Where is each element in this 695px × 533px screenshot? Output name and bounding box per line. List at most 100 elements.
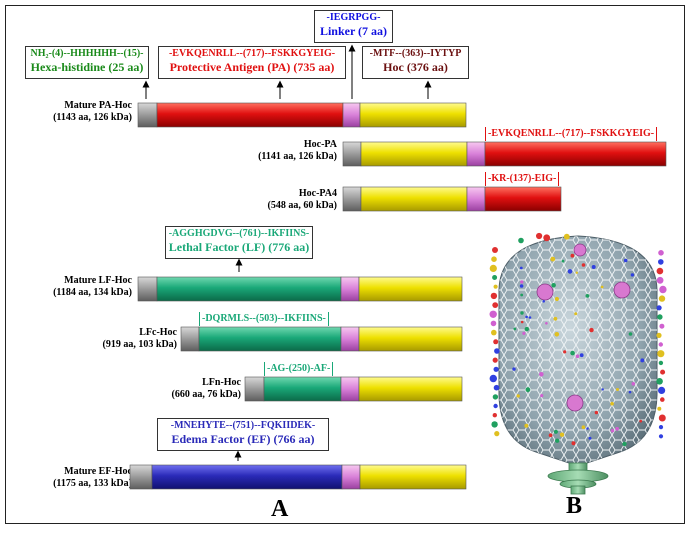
construct-name: Hoc-PA4: [298, 188, 337, 199]
antigen-dot: [581, 425, 586, 430]
edema-factor-name: Edema Factor (EF) (766 aa): [171, 432, 315, 446]
antigen-dot: [594, 410, 599, 415]
antigen-dot: [622, 441, 627, 447]
construct-label-lfc-hoc: LFc-Hoc (919 aa, 103 kDa): [103, 327, 177, 351]
construct-info: (1141 aa, 126 kDa): [258, 151, 337, 162]
lfc-hoc-sequence-label: -DQRMLS--(503)--IKFIINS-: [199, 312, 329, 326]
construct-name: LFn-Hoc: [202, 377, 241, 388]
lethal-factor-name: Lethal Factor (LF) (776 aa): [168, 240, 310, 254]
antigen-dot: [586, 427, 589, 430]
edema-factor-box: -MNEHYTE--(751)--FQKIIDEK- Edema Factor …: [157, 418, 329, 451]
antigen-dot: [628, 332, 633, 336]
antigen-dot: [551, 283, 556, 288]
antigen-dot: [492, 275, 498, 280]
antigen-dot: [513, 327, 517, 331]
antigen-dot: [542, 300, 545, 303]
segment-lethal-factor-c: [198, 326, 342, 352]
antigen-dot: [657, 350, 665, 358]
antigen-dot: [493, 384, 500, 391]
antigen-dot: [512, 367, 516, 371]
bar-lfc-hoc: [180, 326, 463, 352]
segment-hoc: [358, 276, 463, 302]
construct-label-mature-lf-hoc: Mature LF-Hoc (1184 aa, 134 kDa): [53, 275, 132, 299]
construct-name: Hoc-PA: [303, 139, 337, 150]
antigen-dot: [567, 269, 573, 274]
bar-mature-lf-hoc: [137, 276, 463, 302]
segment-linker: [342, 102, 361, 128]
antigen-dot: [548, 433, 553, 438]
antigen-dot: [525, 387, 531, 393]
antigen-dot: [519, 284, 524, 288]
segment-hoc: [360, 141, 468, 167]
antigen-dot: [489, 310, 497, 318]
segment-hexa-histidine: [244, 376, 265, 402]
segment-linker: [466, 186, 486, 212]
antigen-dot: [492, 247, 498, 253]
bar-hoc-pa: [342, 141, 667, 167]
linker-sequence: -IEGRPGG-: [326, 12, 381, 23]
antigen-dot: [491, 421, 498, 428]
construct-label-mature-pa-hoc: Mature PA-Hoc (1143 aa, 126 kDa): [53, 100, 132, 124]
antigen-dot: [657, 314, 663, 320]
construct-info: (660 aa, 76 kDa): [171, 389, 241, 400]
antigen-dot: [519, 266, 523, 270]
antigen-dot: [601, 388, 604, 391]
antigen-dot: [658, 425, 664, 430]
hoc-box: -MTF--(363)--IYTYP Hoc (376 aa): [362, 46, 469, 79]
antigen-dot: [492, 302, 499, 308]
construct-label-lfn-hoc: LFn-Hoc (660 aa, 76 kDa): [172, 377, 241, 401]
antigen-dot: [520, 293, 524, 297]
segment-linker: [341, 464, 361, 490]
antigen-dot: [539, 372, 544, 377]
antigen-dot: [589, 327, 594, 333]
antigen-dot: [656, 276, 664, 284]
antigen-dot: [493, 284, 498, 289]
lfn-hoc-sequence-label: -AG-(250)-AF-: [264, 362, 334, 376]
antigen-dot: [540, 394, 544, 398]
figure-frame: [5, 5, 685, 524]
hoc-pa4-sequence-label: -KR-(137)-EIG-: [485, 172, 560, 186]
antigen-dot: [656, 267, 664, 275]
antigen-dot: [615, 426, 619, 431]
segment-hexa-histidine: [342, 141, 362, 167]
antigen-dot: [575, 354, 580, 359]
antigen-dot: [520, 320, 524, 324]
bar-hoc-pa4: [342, 186, 562, 212]
hexa-histidine-sequence: NH₂-(4)--HHHHHH--(15)-: [30, 48, 144, 59]
antigen-dot: [574, 312, 578, 316]
hexa-histidine-box: NH₂-(4)--HHHHHH--(15)- Hexa-histidine (2…: [25, 46, 149, 79]
antigen-dot: [660, 369, 666, 375]
segment-linker: [340, 276, 360, 302]
antigen-dot: [493, 339, 499, 345]
hoc-sequence: -MTF--(363)--IYTYP: [369, 48, 462, 59]
antigen-dot: [493, 366, 499, 372]
antigen-dot: [630, 273, 635, 277]
antigen-dot: [610, 401, 614, 406]
antigen-dot: [628, 390, 632, 394]
antigen-dot: [659, 285, 667, 294]
segment-hoc: [358, 326, 463, 352]
construct-name: Mature PA-Hoc: [64, 100, 132, 111]
segment-linker: [466, 141, 486, 167]
antigen-dot: [563, 233, 570, 240]
t4-phage-capsid: [498, 235, 658, 495]
construct-name: Mature EF-Hoc: [64, 466, 132, 477]
antigen-dot: [489, 374, 497, 383]
antigen-dot: [616, 388, 619, 391]
construct-info: (1175 aa, 133 kDa): [53, 478, 132, 489]
antigen-dot: [656, 305, 662, 311]
antigen-dot: [658, 414, 666, 422]
antigen-dot: [561, 259, 565, 263]
lethal-factor-sequence: -AGGHGDVG--(761)--IKFIINS-: [168, 228, 310, 239]
segment-hexa-histidine: [180, 326, 200, 352]
protective-antigen-box: -EVKQENRLL--(717)--FSKKGYEIG- Protective…: [158, 46, 346, 79]
antigen-dot: [591, 265, 596, 269]
antigen-dot: [588, 436, 592, 440]
segment-pa-domain-4: [484, 186, 562, 212]
hoc-name: Hoc (376 aa): [383, 60, 448, 74]
construct-label-mature-ef-hoc: Mature EF-Hoc (1175 aa, 133 kDa): [53, 466, 132, 490]
antigen-dot: [658, 360, 664, 366]
construct-info: (548 aa, 60 kDa): [267, 200, 337, 211]
antigen-dot: [585, 294, 590, 298]
antigen-dot: [524, 326, 529, 332]
